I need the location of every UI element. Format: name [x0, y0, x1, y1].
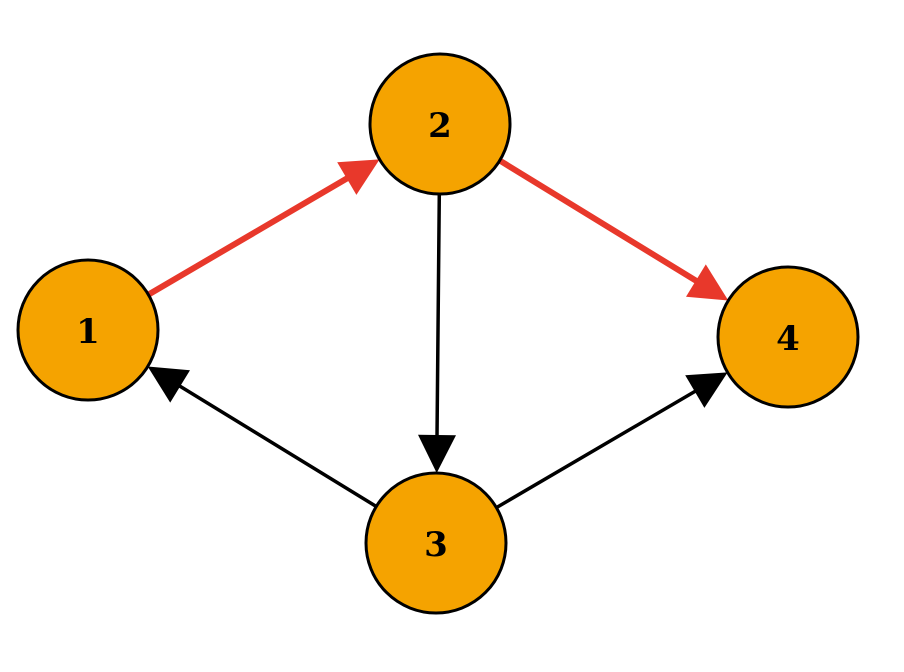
edge-line-2-4 — [496, 157, 701, 285]
edge-line-3-4 — [494, 388, 699, 510]
edge-3-to-1 — [147, 366, 379, 509]
edge-1-to-2 — [145, 159, 380, 298]
node-label-2: 2 — [428, 106, 452, 146]
nodes-layer: 1 2 3 4 — [16, 52, 860, 615]
edges-layer — [145, 157, 729, 510]
edge-line-2-3 — [435, 192, 442, 439]
node-1: 1 — [16, 258, 160, 402]
edge-2-to-3 — [418, 192, 456, 473]
node-circle-1 — [16, 258, 160, 402]
edge-3-to-4 — [494, 372, 728, 510]
node-3: 3 — [364, 471, 508, 615]
node-circle-3 — [364, 471, 508, 615]
arrowhead-icon — [685, 372, 728, 408]
edge-line-1-2 — [145, 174, 352, 298]
node-circle-4 — [716, 265, 860, 409]
node-label-1: 1 — [76, 312, 100, 352]
node-label-4: 4 — [776, 319, 800, 359]
node-4: 4 — [716, 265, 860, 409]
node-label-3: 3 — [424, 525, 448, 565]
node-2: 2 — [368, 52, 512, 196]
edge-2-to-4 — [496, 157, 729, 301]
arrowhead-icon — [418, 434, 456, 473]
arrowhead-icon — [337, 159, 380, 195]
edge-line-3-1 — [176, 383, 379, 509]
node-circle-2 — [368, 52, 512, 196]
arrowhead-icon — [686, 264, 729, 301]
arrowhead-icon — [147, 366, 190, 403]
